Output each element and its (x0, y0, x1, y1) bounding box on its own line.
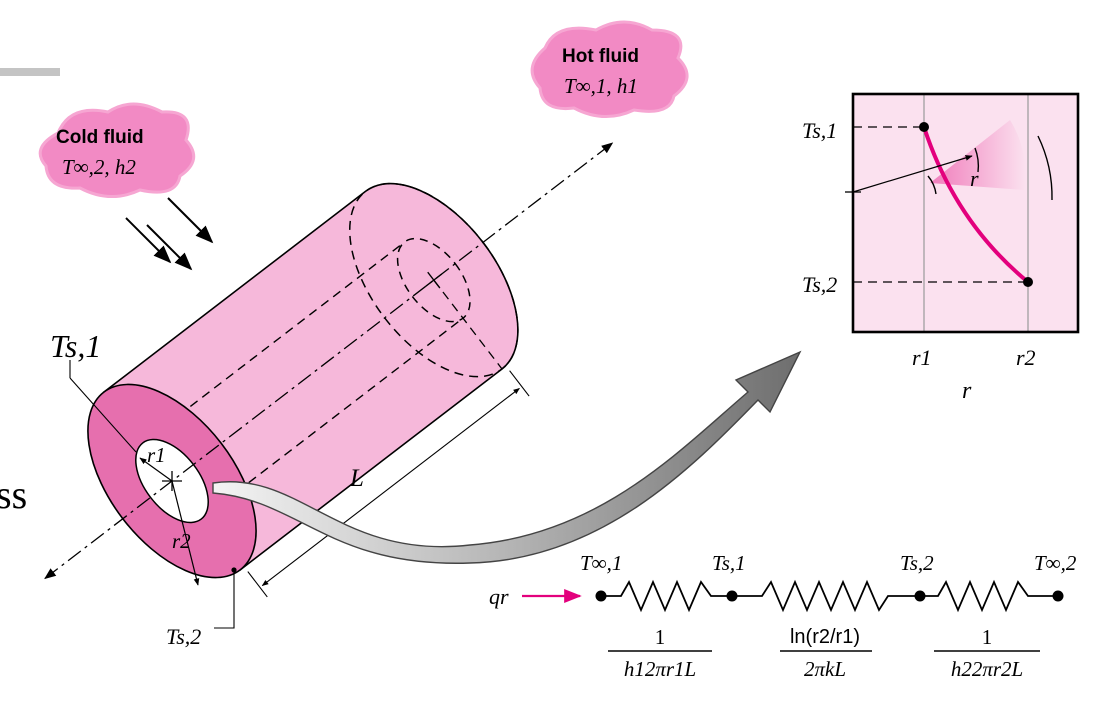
resistance-1-denominator: h12πr1L (624, 657, 696, 681)
node-label-4: T∞,2 (1034, 551, 1077, 575)
plot-inset-r-label: r (970, 166, 979, 191)
cold-flow-arrow-1 (125, 217, 172, 264)
r2-arrow (171, 480, 200, 586)
cold-flow-arrow-3 (167, 197, 214, 244)
temperature-profile-plot: r Ts,1 Ts,2 r1 r2 r (802, 92, 1080, 404)
heat-rate-label: qr (489, 584, 509, 609)
partial-slide-text: ss (0, 472, 27, 517)
length-dimension-line (261, 387, 520, 587)
resistance-2-numerator: ln(r2/r1) (790, 626, 860, 648)
cylinder (44, 142, 614, 598)
plot-x-axis-label: r (962, 378, 972, 404)
resistance-3-denominator: h22πr2L (951, 657, 1023, 681)
plot-xtick-r2: r2 (1016, 345, 1036, 370)
cold-fluid-title: Cold fluid (56, 127, 144, 148)
circuit-node-3 (914, 590, 926, 602)
label-length: L (349, 465, 364, 492)
big-curved-arrow (212, 350, 802, 564)
length-ext-back (509, 370, 530, 397)
label-ts2: Ts,2 (166, 624, 201, 649)
node-label-1: T∞,1 (580, 551, 622, 575)
resistance-3-numerator: 1 (982, 625, 993, 649)
resistor-3 (920, 579, 1058, 613)
temperature-profile-curve (922, 126, 1030, 284)
plot-xtick-r1: r1 (912, 345, 932, 370)
resistor-1 (601, 579, 732, 613)
resistance-2-denominator: 2πkL (804, 657, 846, 681)
inset-arc-mid (927, 175, 937, 195)
cold-fluid-params: T∞,2, h2 (62, 155, 136, 179)
hot-fluid-cloud: Hot fluid T∞,1, h1 (530, 20, 689, 119)
node-label-2: Ts,1 (712, 551, 746, 575)
plot-ytick-ts1: Ts,1 (802, 118, 837, 143)
inset-arc-large (1037, 135, 1053, 201)
inset-radius-arrow (852, 155, 973, 193)
ts2-leader (214, 570, 235, 629)
inset-arc-small (974, 147, 980, 173)
profile-point-ts1 (919, 122, 929, 132)
resistance-1-numerator: 1 (655, 625, 666, 649)
plot-frame (851, 92, 1080, 334)
profile-point-ts2 (1023, 277, 1033, 287)
node-label-3: Ts,2 (900, 551, 934, 575)
ts1-leader-b (69, 377, 137, 453)
r1-arrow (139, 457, 173, 482)
circuit-node-4 (1052, 590, 1064, 602)
resistor-2 (732, 579, 920, 613)
label-r1: r1 (147, 443, 166, 467)
cold-flow-arrow-2 (146, 224, 193, 271)
circuit-node-1 (595, 590, 607, 602)
slide-header-bar (0, 68, 60, 76)
cold-fluid-cloud: Cold fluid T∞,2, h2 (38, 102, 196, 199)
circuit-node-2 (726, 590, 738, 602)
plot-ytick-ts2: Ts,2 (802, 272, 837, 297)
cylinder-axis-centerline (44, 142, 614, 580)
hot-fluid-title: Hot fluid (562, 46, 639, 67)
hot-fluid-params: T∞,1, h1 (564, 74, 638, 98)
length-ext-front (247, 571, 268, 598)
label-ts1: Ts,1 (50, 328, 101, 364)
thermal-circuit: qr T∞,1 Ts,1 Ts,2 T∞,2 1 h12πr1L ln(r2/r… (489, 551, 1077, 681)
label-r2: r2 (172, 529, 191, 553)
